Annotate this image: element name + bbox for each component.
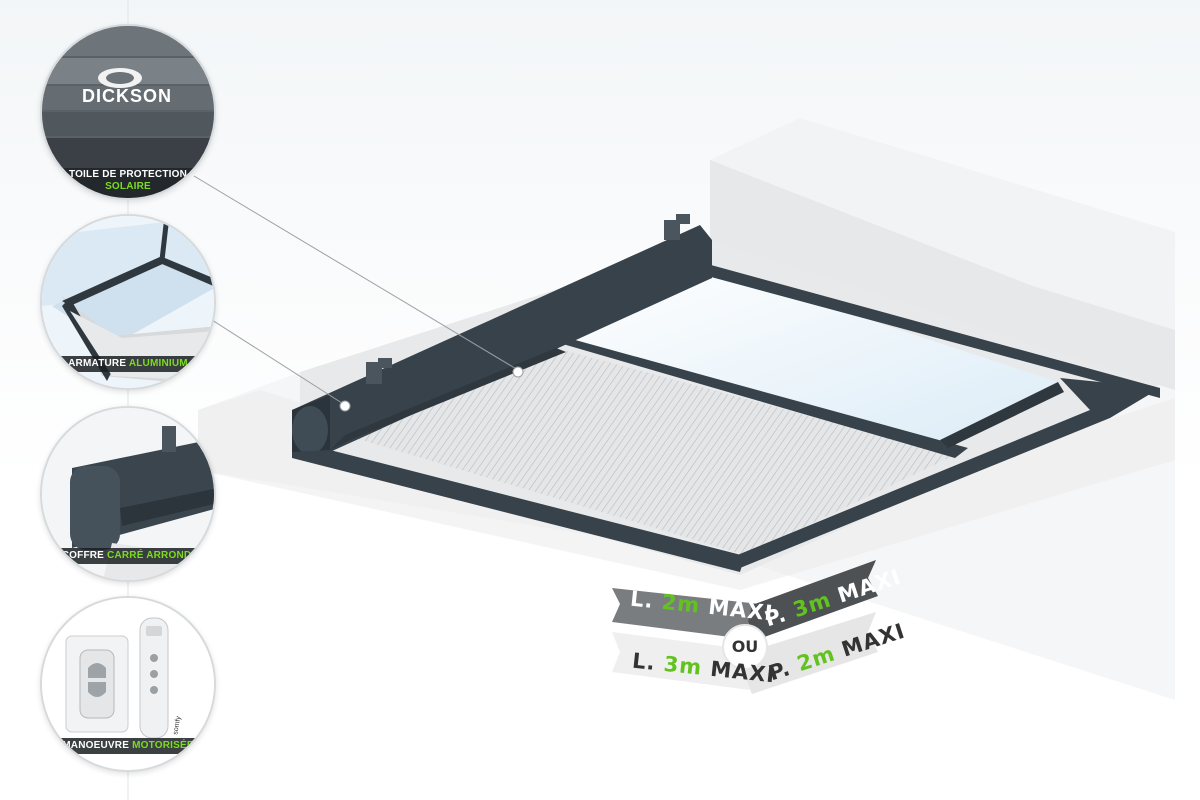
callout-fabric-highlight: SOLAIRE bbox=[105, 181, 151, 192]
callout-fabric-label: TOILE DE PROTECTION bbox=[68, 169, 188, 180]
callout-frame: ARMATURE ALUMINIUM bbox=[40, 214, 216, 390]
callout-frame-label: ARMATURE bbox=[68, 358, 127, 369]
callout-motor-highlight: MOTORISÉE bbox=[132, 740, 194, 751]
callout-box-highlight: CARRÉ ARRONDI bbox=[107, 550, 195, 561]
aluminium-frame bbox=[292, 225, 1160, 572]
fabric-panel bbox=[345, 348, 955, 555]
callout-frame-highlight: ALUMINIUM bbox=[128, 358, 188, 369]
callout-fabric: DICKSON TOILE DE PROTECTION SOLAIRE bbox=[40, 24, 216, 200]
callout-box-label: COFFRE bbox=[61, 550, 105, 561]
or-separator: OU bbox=[722, 624, 768, 670]
callout-motor: somfy MANOEUVRE MOTORISÉE bbox=[40, 596, 216, 772]
callout-motor-label: MANOEUVRE bbox=[62, 740, 130, 751]
dickson-logo: DICKSON bbox=[82, 86, 173, 106]
callout-lines bbox=[193, 175, 524, 412]
glass-panel bbox=[568, 268, 1058, 440]
wall-brackets bbox=[366, 214, 690, 384]
callout-box: COFFRE CARRÉ ARRONDI bbox=[40, 406, 216, 582]
